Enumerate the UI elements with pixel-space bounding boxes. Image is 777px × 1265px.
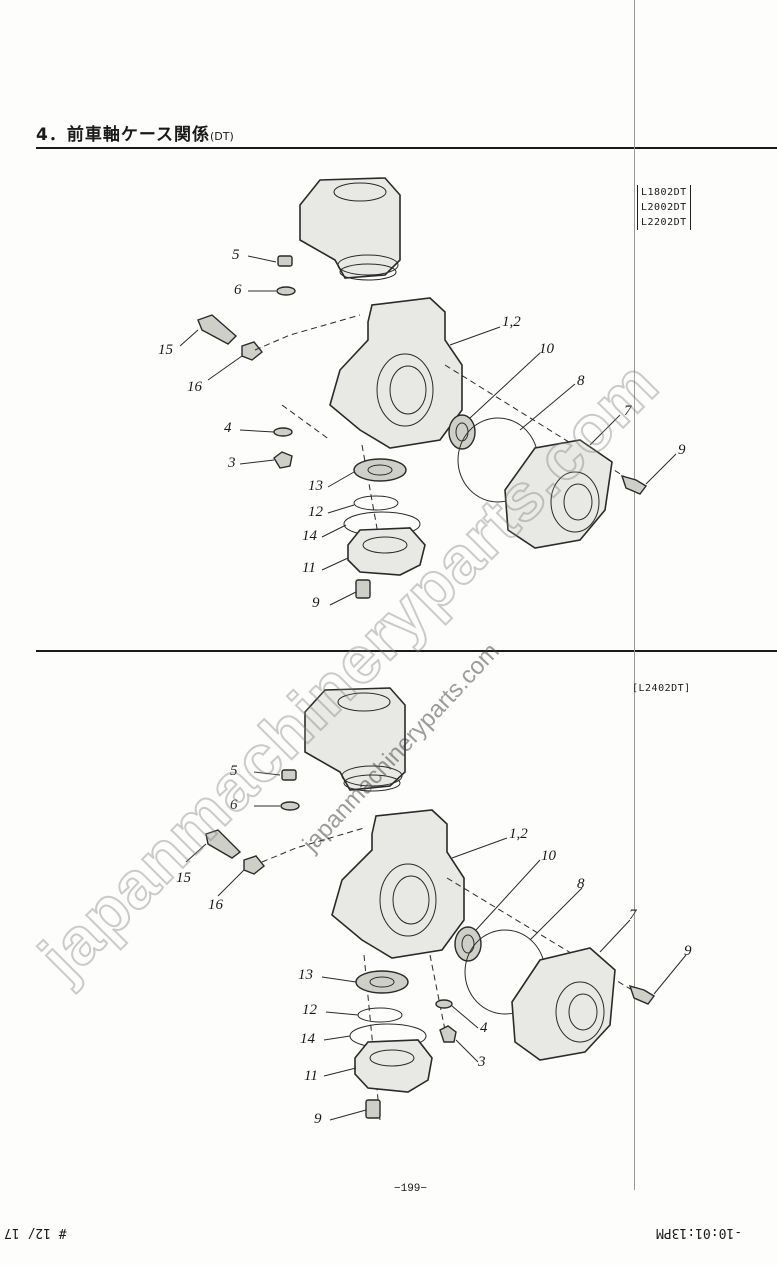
nut-part [273,451,293,469]
callout-label: 7 [629,907,637,923]
callout-label: 11 [302,560,316,576]
callout-label: 10 [539,341,554,357]
callout-label: 9 [684,943,692,959]
section-title: 4．前車軸ケース関係(DT) [36,120,234,145]
section-divider [36,650,777,652]
bolt-part [365,1099,381,1119]
ring-part [353,495,399,511]
callout-label: 16 [187,379,202,395]
model-list-top: L1802DT L2002DT L2202DT [637,185,691,230]
washer-part [276,286,296,296]
callout-label: 15 [158,342,173,358]
pivot-housing [299,177,401,279]
bolt-part [620,474,648,495]
callout-label: 12 [308,504,323,520]
callout-label: 10 [541,848,556,864]
bolt-part [355,579,371,599]
bearing-part [454,926,482,962]
callout-label: 1,2 [502,314,521,330]
page-edge-line [634,0,635,1190]
fax-footer-right: -10:01:13PM [656,1225,743,1240]
case-cover [504,439,613,549]
fax-footer-left: # 12/ 17 [4,1225,67,1240]
callout-label: 5 [232,247,240,263]
case-cover [511,947,616,1061]
plug-part [281,769,297,781]
nut-part [439,1025,457,1043]
washer-part [280,801,300,811]
bearing-part [353,458,407,482]
callout-label: 1,2 [509,826,528,842]
bearing-part [448,414,476,450]
nut-part [241,341,263,361]
callout-label: 13 [298,967,313,983]
callout-label: 7 [624,403,632,419]
callout-label: 8 [577,373,585,389]
nut-part [243,855,265,875]
washer-part [435,999,453,1009]
callout-label: 9 [314,1111,322,1127]
pivot-housing [304,687,406,791]
model-label: L1802DT [641,187,687,198]
model-label: L2202DT [641,217,687,228]
callout-label: 6 [234,282,242,298]
ring-part [357,1007,403,1023]
callout-label: 12 [302,1002,317,1018]
bolt-part [205,829,242,859]
plug-part [277,255,293,267]
callout-label: 9 [678,442,686,458]
callout-label: 11 [304,1068,318,1084]
callout-label: 14 [300,1031,315,1047]
callout-label: 4 [480,1020,488,1036]
bolt-part [628,984,656,1005]
callout-label: 6 [230,797,238,813]
title-rule [36,147,777,149]
model-list-bottom: [L2402DT] [632,681,691,696]
section-title-text: 4．前車軸ケース関係 [36,125,210,145]
model-label: L2002DT [641,202,687,213]
callout-label: 9 [312,595,320,611]
callout-label: 5 [230,763,238,779]
model-label: [L2402DT] [632,683,691,694]
callout-label: 15 [176,870,191,886]
callout-label: 3 [228,455,236,471]
bolt-part [197,314,238,345]
page-number: −199− [394,1183,428,1195]
callout-label: 4 [224,420,232,436]
callout-label: 16 [208,897,223,913]
callout-label: 14 [302,528,317,544]
callout-label: 8 [577,876,585,892]
callout-label: 13 [308,478,323,494]
section-title-suffix: (DT) [209,130,234,143]
callout-label: 3 [478,1054,486,1070]
bearing-part [355,970,409,994]
